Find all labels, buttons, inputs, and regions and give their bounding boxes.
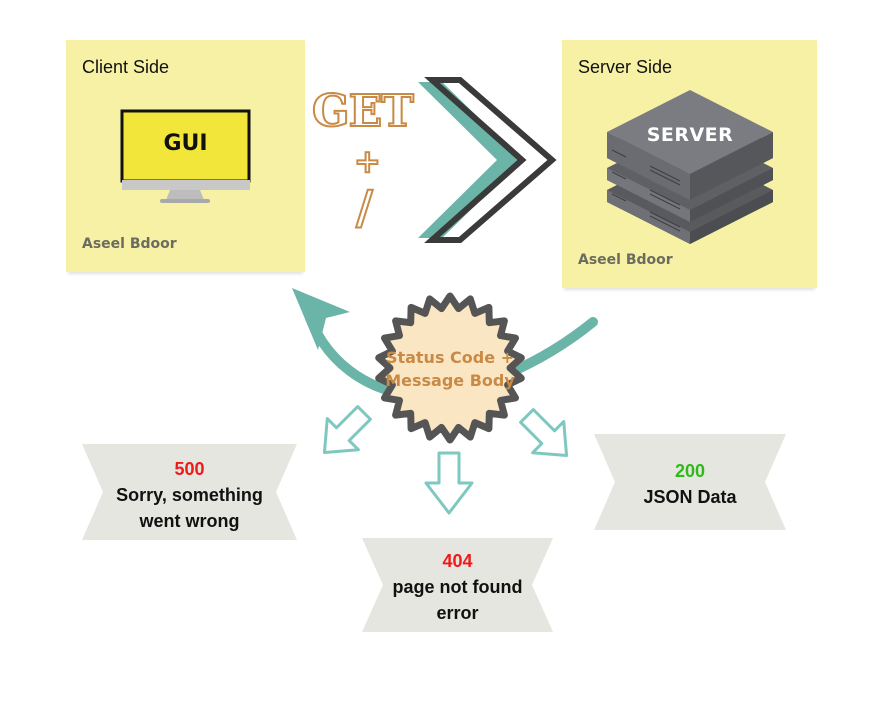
outcome-500: 500 Sorry, something went wrong — [92, 456, 287, 534]
seal-line-1: Status Code + — [385, 348, 515, 367]
outcome-404: 404 page not found error — [372, 548, 543, 626]
monitor-icon — [120, 109, 251, 203]
server-side-title: Server Side — [578, 57, 673, 77]
outcome-200: 200 JSON Data — [604, 458, 776, 510]
arrow-down-right-icon — [519, 408, 569, 458]
client-author: Aseel Bdoor — [82, 236, 177, 252]
outcome-404-code: 404 — [442, 551, 473, 571]
outcome-404-line1: page not found — [392, 577, 523, 597]
request-method-label: GET — [311, 85, 415, 138]
ribbon-500-shape — [82, 444, 297, 540]
arrow-down-icon — [424, 451, 474, 515]
seal-line-2: Message Body — [385, 371, 515, 390]
gui-label: GUI — [163, 131, 208, 156]
client-side-title: Client Side — [82, 57, 170, 77]
outcome-404-line2: error — [436, 603, 479, 623]
ribbon-200-shape — [594, 434, 786, 530]
request-path-label: / — [355, 179, 374, 235]
arrow-down-left-icon — [322, 405, 372, 455]
outcome-200-line1: JSON Data — [643, 487, 737, 507]
server-author: Aseel Bdoor — [578, 252, 673, 268]
outcome-200-code: 200 — [674, 461, 706, 481]
request-plus-label: + — [353, 141, 382, 181]
outcome-500-code: 500 — [174, 459, 205, 479]
outcome-500-line1: Sorry, something — [116, 485, 263, 505]
request-chevron-icon — [418, 77, 557, 243]
server-icon — [607, 90, 773, 244]
server-label: SERVER — [646, 124, 734, 146]
status-seal-text: Status Code + Message Body — [380, 346, 520, 392]
status-seal-icon — [375, 292, 525, 444]
ribbon-404-shape — [362, 538, 553, 632]
outcome-500-line2: went wrong — [139, 511, 240, 531]
